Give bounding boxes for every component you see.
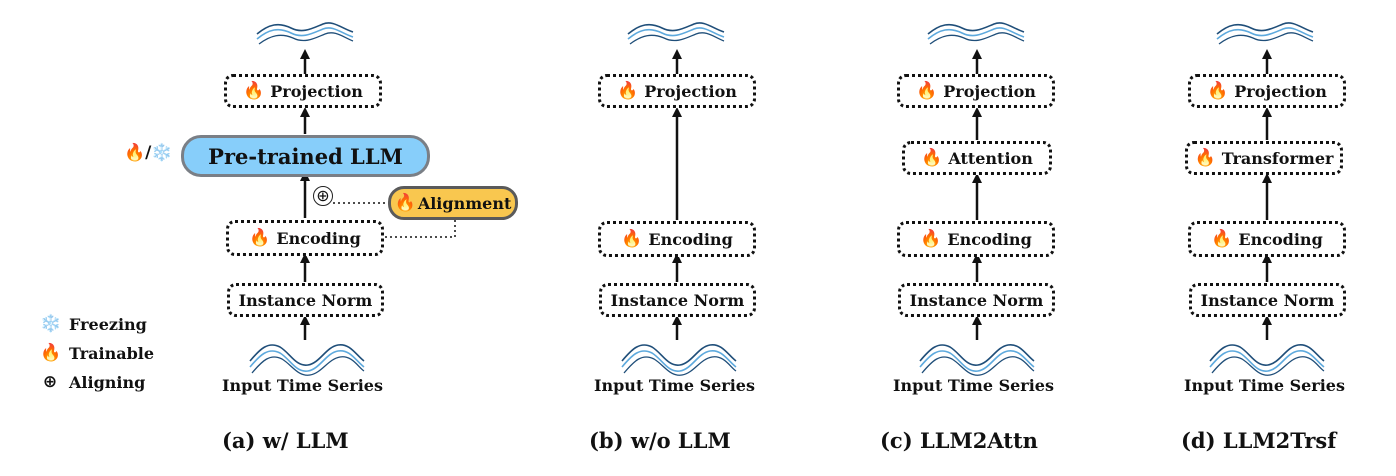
legend-trainable-label: Trainable bbox=[69, 343, 155, 363]
oplus-icon: ⊕ bbox=[42, 372, 58, 392]
instance-norm-label: Instance Norm bbox=[909, 290, 1044, 310]
input-wave-icon bbox=[1209, 343, 1325, 377]
encoding-block: 🔥 Encoding bbox=[1188, 221, 1346, 257]
projection-block: 🔥 Projection bbox=[224, 74, 382, 108]
projection-block: 🔥 Projection bbox=[1188, 74, 1346, 108]
encoding-label: Encoding bbox=[276, 228, 361, 248]
legend-trainable: 🔥 Trainable bbox=[40, 343, 154, 363]
input-time-series-label: Input Time Series bbox=[893, 376, 1054, 395]
snowflake-icon: ❄️ bbox=[40, 314, 62, 334]
instance-norm-block: Instance Norm bbox=[227, 283, 384, 317]
instance-norm-block: Instance Norm bbox=[599, 283, 756, 317]
legend-aligning-label: Aligning bbox=[69, 372, 146, 392]
aligning-oplus-icon: ⊕ bbox=[313, 186, 333, 206]
attention-block: 🔥 Attention bbox=[902, 141, 1052, 175]
projection-block: 🔥 Projection bbox=[598, 74, 756, 108]
fire-icon: 🔥 bbox=[920, 228, 942, 249]
fire-icon: 🔥 bbox=[249, 227, 271, 248]
legend-freezing: ❄️ Freezing bbox=[40, 314, 147, 334]
projection-label: Projection bbox=[270, 81, 363, 101]
fire-icon: 🔥 bbox=[394, 192, 416, 213]
fire-icon: 🔥 bbox=[1211, 228, 1233, 249]
attention-label: Attention bbox=[948, 148, 1033, 168]
fire-snowflake-icon: 🔥/❄️ bbox=[124, 143, 173, 163]
pretrained-llm-block: Pre-trained LLM bbox=[181, 135, 430, 177]
panel-c-connectors bbox=[919, 22, 1035, 377]
panel-b-connectors bbox=[621, 22, 737, 377]
projection-block: 🔥 Projection bbox=[897, 74, 1055, 108]
input-time-series-label: Input Time Series bbox=[1184, 376, 1345, 395]
transformer-label: Transformer bbox=[1221, 148, 1334, 168]
projection-label: Projection bbox=[1234, 81, 1327, 101]
legend-aligning: ⊕ Aligning bbox=[40, 372, 145, 392]
encoding-label: Encoding bbox=[648, 229, 733, 249]
encoding-label: Encoding bbox=[1238, 229, 1323, 249]
panel-a-connectors bbox=[249, 22, 456, 377]
instance-norm-label: Instance Norm bbox=[238, 290, 373, 310]
encoding-block: 🔥 Encoding bbox=[598, 221, 756, 257]
encoding-block: 🔥 Encoding bbox=[226, 220, 384, 256]
output-wave-icon bbox=[1216, 22, 1314, 45]
projection-label: Projection bbox=[644, 81, 737, 101]
transformer-block: 🔥 Transformer bbox=[1185, 141, 1343, 175]
encoding-label: Encoding bbox=[947, 229, 1032, 249]
encoding-block: 🔥 Encoding bbox=[897, 221, 1055, 257]
instance-norm-block: Instance Norm bbox=[898, 283, 1055, 317]
input-wave-icon bbox=[621, 343, 737, 377]
fire-icon: 🔥 bbox=[243, 80, 265, 101]
instance-norm-label: Instance Norm bbox=[1200, 290, 1335, 310]
input-time-series-label: Input Time Series bbox=[594, 376, 755, 395]
legend-freezing-label: Freezing bbox=[69, 314, 147, 334]
input-time-series-label: Input Time Series bbox=[222, 376, 383, 395]
projection-label: Projection bbox=[943, 81, 1036, 101]
input-wave-icon bbox=[919, 343, 1035, 377]
fire-icon: 🔥 bbox=[621, 228, 643, 249]
instance-norm-label: Instance Norm bbox=[610, 290, 745, 310]
fire-icon: 🔥 bbox=[1207, 80, 1229, 101]
caption-a: (a) w/ LLM bbox=[222, 428, 349, 453]
instance-norm-block: Instance Norm bbox=[1189, 283, 1346, 317]
panel-d-connectors bbox=[1209, 22, 1325, 377]
fire-icon: 🔥 bbox=[40, 343, 62, 363]
output-wave-icon bbox=[256, 22, 354, 45]
caption-b: (b) w/o LLM bbox=[589, 428, 731, 453]
output-wave-icon bbox=[627, 22, 725, 45]
caption-c: (c) LLM2Attn bbox=[880, 428, 1038, 453]
caption-d: (d) LLM2Trsf bbox=[1181, 428, 1337, 453]
fire-icon: 🔥 bbox=[617, 80, 639, 101]
input-wave-icon bbox=[249, 343, 365, 377]
output-wave-icon bbox=[927, 22, 1025, 45]
fire-icon: 🔥 bbox=[921, 147, 943, 168]
fire-icon: 🔥 bbox=[1194, 147, 1216, 168]
fire-icon: 🔥 bbox=[916, 80, 938, 101]
llm-label: Pre-trained LLM bbox=[208, 143, 403, 169]
alignment-block: 🔥 Alignment bbox=[388, 186, 518, 220]
alignment-label: Alignment bbox=[417, 193, 512, 213]
